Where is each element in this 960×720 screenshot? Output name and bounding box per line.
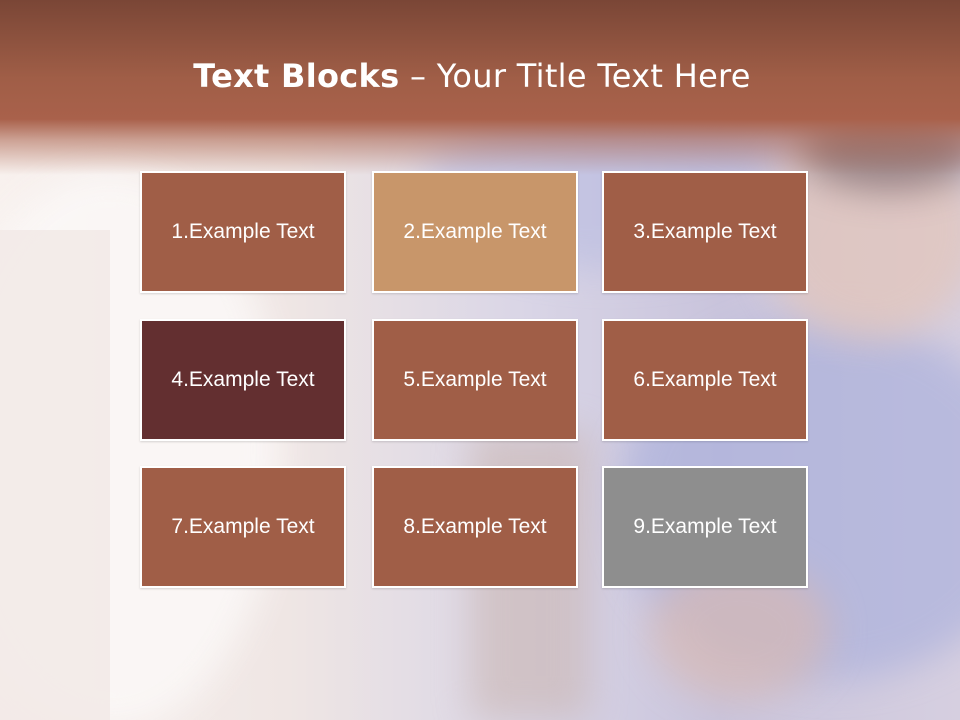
text-block-label: 7.Example Text [171, 515, 315, 538]
text-block-label: 2.Example Text [403, 220, 547, 243]
text-block-3[interactable]: 3.Example Text [602, 171, 808, 293]
text-block-1[interactable]: 1.Example Text [140, 171, 346, 293]
background-photo-wall-panel [0, 230, 110, 720]
text-block-5[interactable]: 5.Example Text [372, 319, 578, 441]
title-band [0, 0, 960, 175]
text-block-2[interactable]: 2.Example Text [372, 171, 578, 293]
text-block-7[interactable]: 7.Example Text [140, 466, 346, 588]
text-block-9[interactable]: 9.Example Text [602, 466, 808, 588]
text-block-label: 8.Example Text [403, 515, 547, 538]
text-block-label: 3.Example Text [633, 220, 777, 243]
slide-title-rest: Your Title Text Here [436, 57, 751, 95]
slide-title: Text Blocks – Your Title Text Here [0, 54, 944, 98]
text-block-4[interactable]: 4.Example Text [140, 319, 346, 441]
text-block-label: 5.Example Text [403, 368, 547, 391]
text-block-8[interactable]: 8.Example Text [372, 466, 578, 588]
text-block-6[interactable]: 6.Example Text [602, 319, 808, 441]
text-block-label: 4.Example Text [171, 368, 315, 391]
text-block-label: 6.Example Text [633, 368, 777, 391]
text-block-label: 9.Example Text [633, 515, 777, 538]
slide-title-dash: – [409, 57, 427, 95]
slide-title-bold: Text Blocks [193, 57, 400, 95]
text-block-label: 1.Example Text [171, 220, 315, 243]
